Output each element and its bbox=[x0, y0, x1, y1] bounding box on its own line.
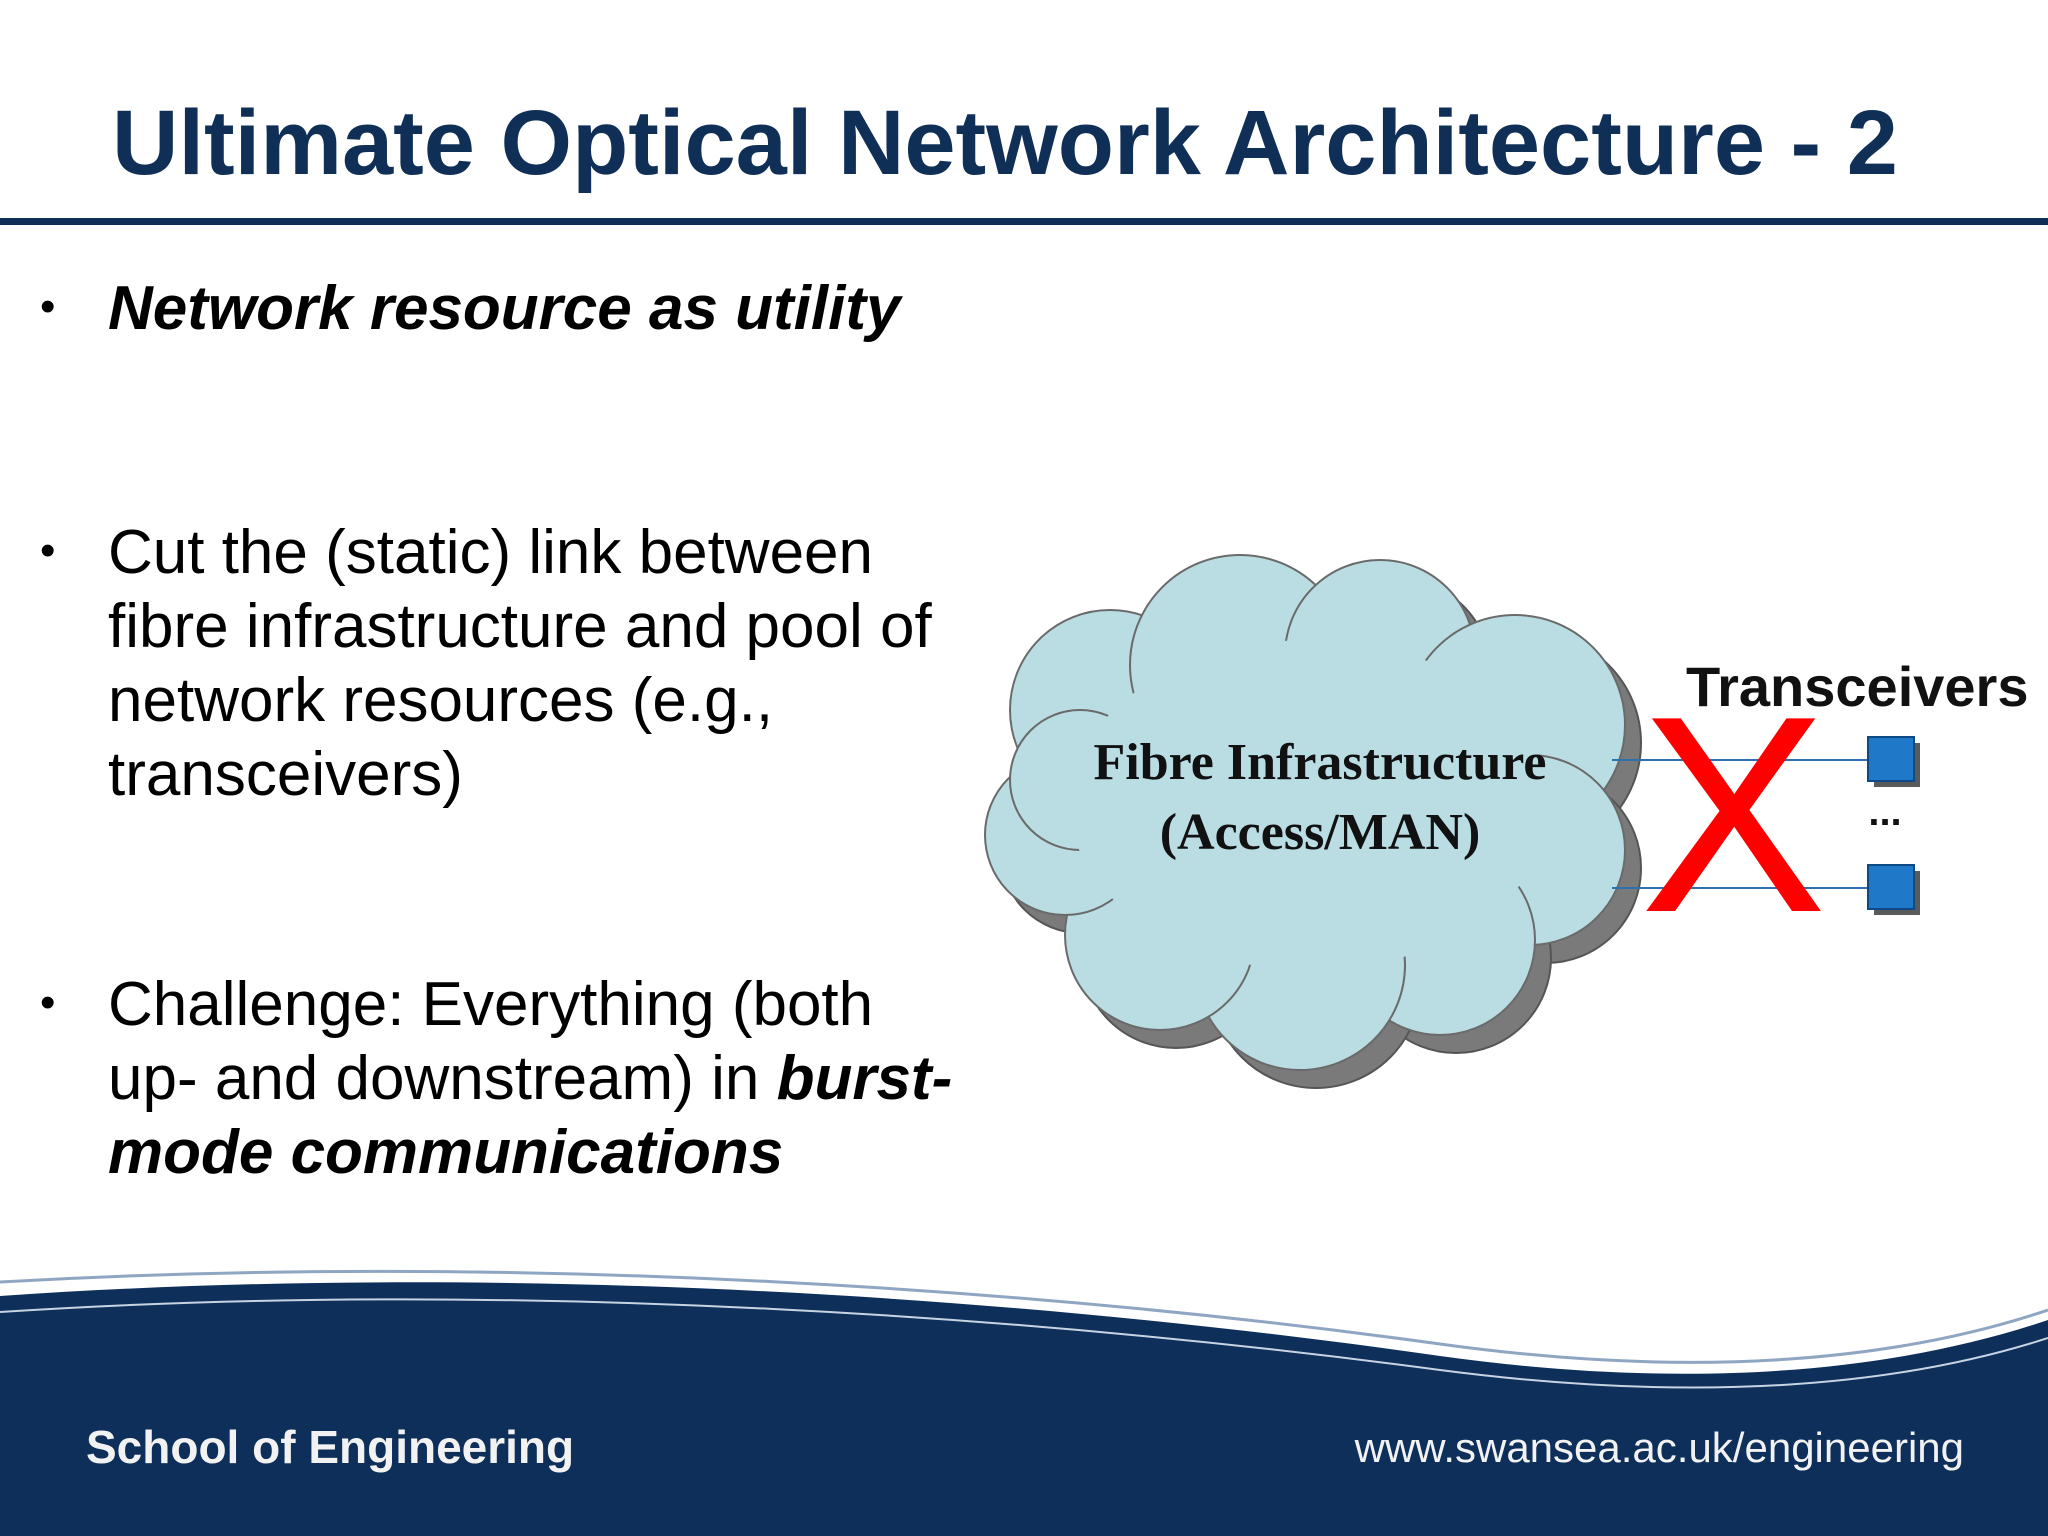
transceivers-label: Transceivers bbox=[1686, 655, 2029, 718]
transceiver-ellipsis: ... bbox=[1868, 790, 1902, 834]
footer-website-link[interactable]: www.swansea.ac.uk/engineering bbox=[1354, 1424, 1964, 1471]
bullet-marker: • bbox=[40, 526, 56, 575]
bullet-text-challenge: Challenge: Everything (both up- and down… bbox=[108, 968, 968, 1190]
title-divider bbox=[0, 218, 2048, 225]
cloud-label-line1: Fibre Infrastructure bbox=[1093, 734, 1547, 791]
bullet-text: Cut the (static) link between fibre infr… bbox=[108, 518, 932, 809]
cloud-label-line2: (Access/MAN) bbox=[1159, 804, 1481, 861]
bullet-text-prefix: Challenge: Everything (both up- and down… bbox=[108, 970, 874, 1113]
transceiver-top bbox=[1867, 736, 1920, 787]
bullet-text-emphasis: Network resource as utility bbox=[108, 274, 901, 343]
transceiver-bottom bbox=[1867, 864, 1920, 915]
footer-band bbox=[0, 1269, 2048, 1536]
bullet-marker: • bbox=[40, 282, 56, 331]
cloud-label: Fibre Infrastructure (Access/MAN) bbox=[1040, 728, 1600, 868]
cloud-fill-core bbox=[1070, 640, 1550, 970]
bullet-text-emphasis: burst-mode communications bbox=[108, 1044, 953, 1187]
cut-x-mark: X bbox=[1640, 659, 1827, 971]
bullet-marker: • bbox=[40, 978, 56, 1027]
slide-title: Ultimate Optical Network Architecture - … bbox=[112, 92, 1898, 194]
footer-school-name: School of Engineering bbox=[86, 1421, 575, 1473]
